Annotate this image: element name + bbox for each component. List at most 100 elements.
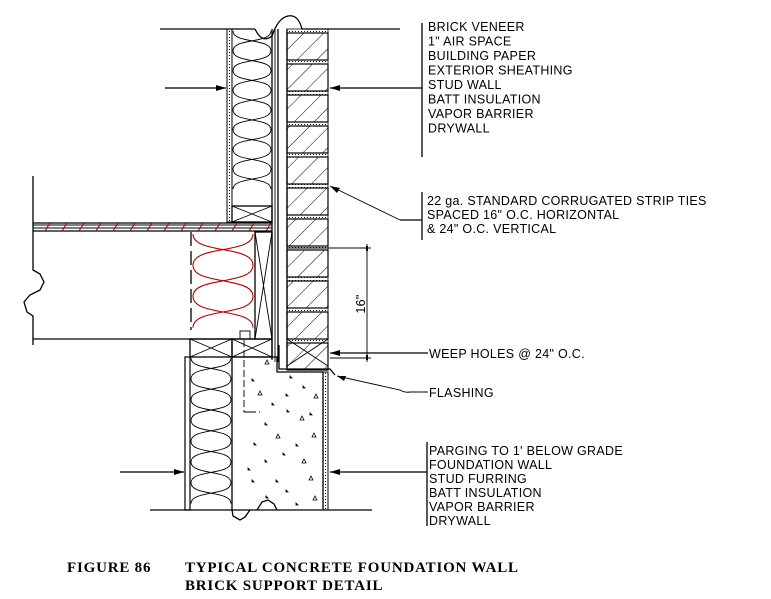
tie-labels: 22 ga. STANDARD CORRUGATED STRIP TIES SP… <box>427 194 707 236</box>
label-vapor-barrier: VAPOR BARRIER <box>428 107 534 121</box>
aggregate-mark <box>251 378 255 382</box>
brick <box>286 249 329 278</box>
aggregate-mark <box>309 412 313 416</box>
foundation-outline <box>232 356 324 510</box>
aggregate-mark <box>286 409 290 413</box>
label-ties-horizontal: SPACED 16" O.C. HORIZONTAL <box>427 208 619 222</box>
wall-labels: BRICK VENEER 1" AIR SPACE BUILDING PAPER… <box>428 20 573 136</box>
label-flashing: FLASHING <box>429 386 494 400</box>
foundation-labels: PARGING TO 1' BELOW GRADE FOUNDATION WAL… <box>429 444 623 528</box>
mortar-joint <box>286 276 329 282</box>
subfloor-hatch-mark <box>61 222 68 232</box>
anchor-bolt <box>243 340 260 413</box>
aggregate-mark <box>253 442 257 446</box>
mortar-joint <box>286 307 329 313</box>
label-parging: PARGING TO 1' BELOW GRADE <box>429 444 623 458</box>
aggregate-mark <box>264 422 268 426</box>
aggregate-mark <box>275 479 279 483</box>
label-foundation-wall: FOUNDATION WALL <box>429 458 552 472</box>
aggregate-mark <box>308 475 314 481</box>
batt-insulation-rim <box>192 233 254 328</box>
brick-veneer <box>286 28 329 371</box>
arrow-head-icon <box>330 85 340 91</box>
aggregate-mark <box>264 359 270 365</box>
label-building-paper: BUILDING PAPER <box>428 49 536 63</box>
mortar-joint <box>286 183 329 189</box>
dim-tick <box>366 355 368 360</box>
floor-break-line <box>23 176 45 345</box>
label-drywall-lower: DRYWALL <box>429 514 491 528</box>
subfloor-hatch-mark <box>129 222 136 232</box>
label-stud-furring: STUD FURRING <box>429 472 527 486</box>
aggregate-mark <box>301 458 307 464</box>
mortar-joint <box>286 338 329 344</box>
dimension-16in: 16" <box>287 244 371 362</box>
subfloor-hatch-mark <box>78 222 85 232</box>
flashing <box>278 345 336 376</box>
label-vapor-barrier-lower: VAPOR BARRIER <box>429 500 535 514</box>
brick <box>286 156 329 185</box>
label-stud-wall: STUD WALL <box>428 78 502 92</box>
subfloor-hatch-mark <box>265 222 272 232</box>
batt-curve <box>190 357 232 504</box>
aggregate-mark <box>265 495 269 499</box>
aggregate-mark <box>271 402 275 406</box>
arrow-head-icon <box>216 85 226 91</box>
brick <box>286 218 329 247</box>
bottom-plate-x <box>231 205 273 223</box>
batt-curve <box>232 30 272 190</box>
brick <box>286 63 329 92</box>
subfloor-hatch-mark <box>112 222 119 232</box>
arrow-head-icon <box>330 469 340 475</box>
concrete-aggregate <box>247 359 319 506</box>
aggregate-mark <box>311 432 317 438</box>
drywall-upper <box>226 28 233 223</box>
subfloor-hatch-mark <box>214 222 221 232</box>
subfloor-hatch-mark <box>231 222 238 232</box>
label-batt-insulation-lower: BATT INSULATION <box>429 486 542 500</box>
aggregate-mark <box>285 489 289 493</box>
subfloor-hatch <box>44 222 272 232</box>
batt-insulation-upper <box>232 30 272 190</box>
label-air-space: 1" AIR SPACE <box>428 35 512 49</box>
foundation-break <box>231 499 278 521</box>
aggregate-mark <box>275 433 281 439</box>
bottom-plate <box>231 205 273 223</box>
brick <box>286 187 329 216</box>
batt-curve <box>232 30 272 190</box>
figure-title-line2: BRICK SUPPORT DETAIL <box>185 578 383 594</box>
aggregate-mark <box>312 495 318 501</box>
mortar-joint <box>286 152 329 158</box>
label-ties: 22 ga. STANDARD CORRUGATED STRIP TIES <box>427 194 707 208</box>
label-exterior-sheathing: EXTERIOR SHEATHING <box>428 64 573 78</box>
brick <box>286 280 329 309</box>
subfloor-hatch-mark <box>197 222 204 232</box>
aggregate-mark <box>247 467 251 471</box>
label-brick-veneer: BRICK VENEER <box>428 20 525 34</box>
brick <box>286 125 329 154</box>
brick <box>286 311 329 340</box>
aggregate-mark <box>285 393 289 397</box>
aggregate-mark <box>295 443 299 447</box>
dimension-text: 16" <box>354 294 368 313</box>
bearing-brick-x <box>286 338 329 367</box>
subfloor-hatch-mark <box>248 222 255 232</box>
floor-assembly <box>23 176 273 358</box>
arrow-head-icon <box>330 350 340 356</box>
tie-leader <box>329 185 401 221</box>
brick <box>286 32 329 61</box>
aggregate-mark <box>302 385 306 389</box>
aggregate-mark <box>313 393 319 399</box>
aggregate-mark <box>295 502 299 506</box>
aggregate-mark <box>289 375 293 379</box>
aggregate-mark <box>282 452 286 456</box>
drywall-lower <box>184 356 191 511</box>
subfloor-hatch-mark <box>163 222 170 232</box>
label-weep-holes: WEEP HOLES @ 24" O.C. <box>429 347 585 361</box>
label-ties-vertical: & 24" O.C. VERTICAL <box>427 222 556 236</box>
brick <box>286 342 329 371</box>
arrow-head-icon <box>174 469 184 475</box>
figure-number: FIGURE 86 <box>67 560 151 576</box>
